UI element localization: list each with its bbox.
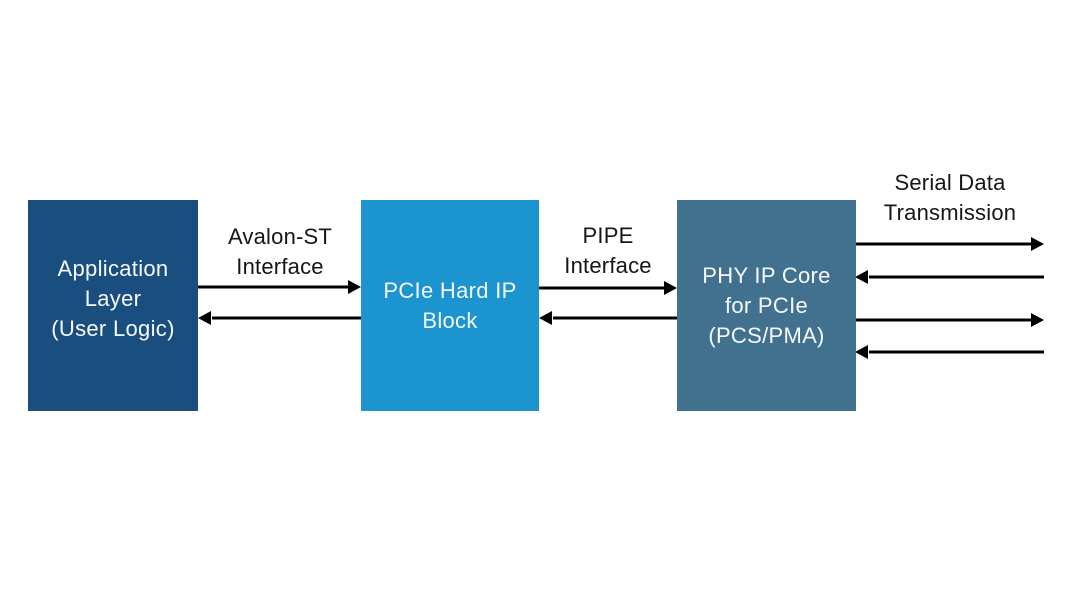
label-text-line: Interface: [236, 254, 324, 279]
label-pipe-interface: PIPE Interface: [528, 221, 688, 281]
label-text-line: Serial Data: [894, 170, 1006, 195]
serial-rx-arrow-1: [855, 270, 1044, 284]
serial-tx-arrow-1: [855, 237, 1044, 251]
label-serial-data-transmission: Serial Data Transmission: [855, 168, 1045, 228]
serial-tx-arrow-2: [855, 313, 1044, 327]
block-pcie-hard-ip: PCIe Hard IP Block: [361, 200, 539, 411]
block-text-line: (User Logic): [51, 315, 175, 341]
block-text-line: Layer: [84, 285, 142, 311]
arrow-head-left-icon: [855, 345, 868, 359]
arrow-head-right-icon: [1031, 313, 1044, 327]
arrow-head-left-icon: [198, 311, 211, 325]
block-text-line: PCIe Hard IP: [383, 277, 517, 303]
block-text-line: (PCS/PMA): [708, 322, 825, 348]
label-text-line: Interface: [564, 253, 652, 278]
pipe-rx-arrow: [539, 311, 677, 325]
block-text-line: PHY IP Core: [702, 262, 831, 288]
arrow-head-right-icon: [348, 280, 361, 294]
serial-rx-arrow-2: [855, 345, 1044, 359]
block-application-layer: Application Layer (User Logic): [28, 200, 198, 411]
block-text-line: Block: [422, 307, 478, 333]
label-text-line: PIPE: [582, 223, 634, 248]
avalon-rx-arrow: [198, 311, 361, 325]
block-phy-ip-core: PHY IP Core for PCIe (PCS/PMA): [677, 200, 856, 411]
pipe-tx-arrow: [539, 281, 677, 295]
label-text-line: Transmission: [883, 200, 1017, 225]
block-text-line: for PCIe: [724, 292, 809, 318]
arrow-head-left-icon: [539, 311, 552, 325]
avalon-tx-arrow: [198, 280, 361, 294]
label-avalon-st-interface: Avalon-ST Interface: [190, 222, 370, 282]
arrow-head-left-icon: [855, 270, 868, 284]
arrow-head-right-icon: [1031, 237, 1044, 251]
arrow-head-right-icon: [664, 281, 677, 295]
block-text-line: Application: [57, 255, 169, 281]
label-text-line: Avalon-ST: [227, 224, 333, 249]
